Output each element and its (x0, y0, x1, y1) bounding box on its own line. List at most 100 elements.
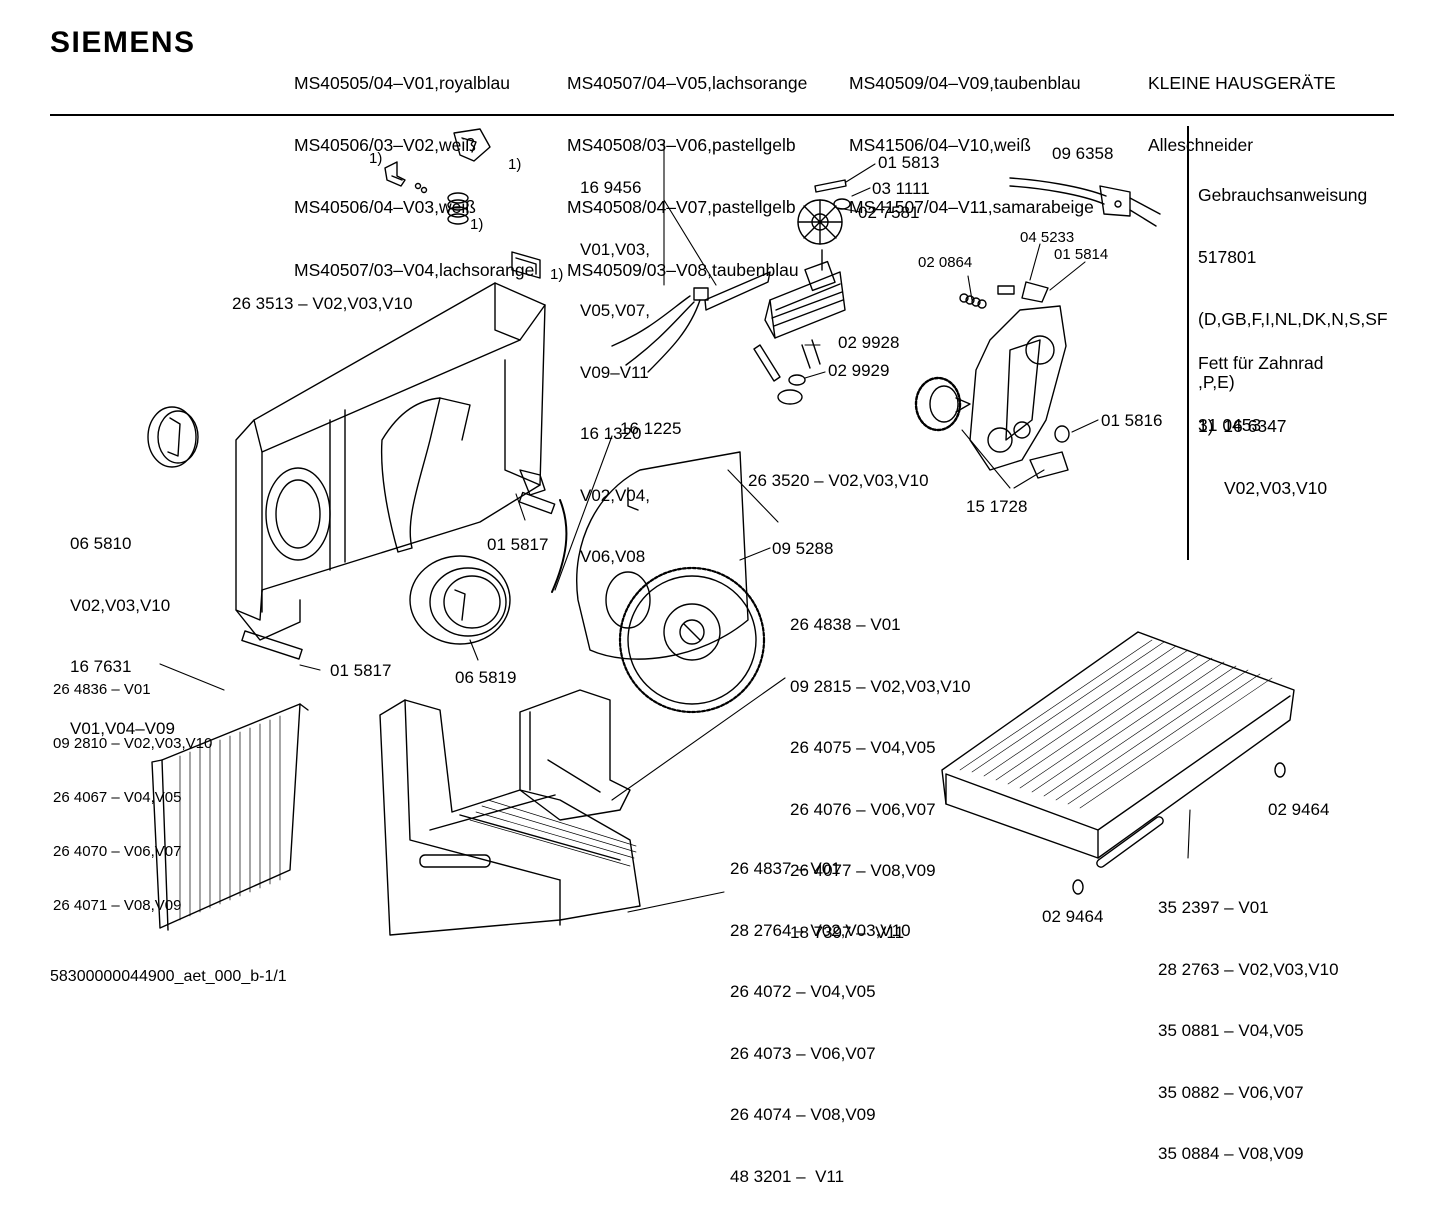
part-variants: V01,V04–V09 (70, 718, 175, 738)
pusher-part (519, 689, 631, 821)
part-variant-line: 26 4074 – V08,V09 (730, 1105, 876, 1124)
product-name: Alleschneider (1148, 134, 1254, 155)
part-variant-line: 35 0881 – V04,V05 (1158, 1021, 1304, 1040)
part-variant-line: 09 2810 – V02,V03,V10 (53, 735, 213, 752)
part-label: 02 9464 (1042, 907, 1104, 926)
part-label: 16 1225 (620, 419, 682, 438)
header-divider (50, 114, 1394, 116)
tray-part-group: 35 2397 – V01 28 2763 – V02,V03,V10 35 0… (1158, 857, 1339, 1206)
part-label: 06 5819 (455, 668, 517, 687)
grease-title: Fett für Zahnrad (1198, 352, 1324, 373)
switch-cap-part (453, 128, 491, 162)
model-entry: MS40508/03–V06,pastellgelb (567, 134, 796, 155)
model-entry: MS40509/03–V08,taubenblau (567, 259, 799, 280)
part-variant-line: 35 0882 – V06,V07 (1158, 1082, 1304, 1102)
model-entry: MS40507/04–V05,lachsorange (567, 72, 808, 93)
footnote-marker: 1) (470, 216, 484, 233)
part-label: 09 5288 (772, 539, 834, 558)
spring-part (447, 192, 469, 225)
housing-part (235, 282, 546, 641)
grease-info: Fett für Zahnrad 31 0453 (1198, 311, 1323, 477)
fan-part (797, 198, 851, 245)
part-label: 01 5813 (878, 153, 940, 172)
footnote-marker: 1) (508, 156, 522, 173)
power-cable-part (1009, 177, 1161, 227)
part-variants: V05,V07, (580, 301, 650, 320)
model-entry: MS40509/04–V09,taubenblau (849, 72, 1081, 93)
part-label: 09 6358 (1052, 144, 1114, 163)
manual-languages: (D,GB,F,I,NL,DK,N,S,SF (1198, 309, 1388, 330)
motor-part (753, 249, 846, 405)
model-entry: MS40505/04–V01,royalblau (294, 72, 510, 93)
part-variant-line: 48 3201 – V11 (730, 1166, 845, 1186)
footnote-variants: V02,V03,V10 (1224, 477, 1328, 498)
side-cover-part (151, 703, 309, 931)
blade-part-group: 26 4838 – V01 09 2815 – V02,V03,V10 26 4… (790, 574, 971, 984)
part-label: 26 3513 – V02,V03,V10 (232, 294, 413, 313)
part-variant-line: 26 4070 – V06,V07 (53, 843, 182, 860)
knob-part (147, 406, 199, 468)
part-variant-line: 26 4837 – V01 (730, 859, 841, 878)
shaft-pin-part (814, 179, 847, 193)
manual-info: Gebrauchsanweisung 517801 (D,GB,F,I,NL,D… (1198, 143, 1388, 434)
part-variants: V06,V08 (580, 547, 646, 566)
part-variants: V02,V04, (580, 485, 650, 505)
footnote-info: 1) 16 6347 V02,V03,V10 (1198, 374, 1327, 540)
brand-logo: SIEMENS (50, 26, 196, 59)
part-label: 01 5816 (1101, 411, 1163, 430)
model-entry: MS41507/04–V11,samarabeige (849, 197, 1094, 218)
tension-band-part (551, 499, 568, 593)
product-category: KLEINE HAUSGERÄTE Alleschneider (1148, 31, 1336, 197)
footnote-part: 1) 16 6347 (1198, 415, 1287, 436)
worm-gear-part (1029, 425, 1070, 479)
part-variant-line: 28 2763 – V02,V03,V10 (1158, 959, 1339, 979)
grease-number: 31 0453 (1198, 414, 1262, 435)
foot-pad-part (241, 630, 303, 660)
exploded-parts-diagram: SIEMENS MS40505/04–V01,royalblau MS40506… (50, 26, 1394, 1186)
leader-lines (159, 139, 1191, 913)
part-label: 01 5817 (330, 661, 392, 680)
model-entry: MS40507/03–V04,lachsorange (294, 259, 535, 280)
wiring-harness-part (611, 271, 771, 373)
document-id: 58300000044900_aet_000_b-1/1 (50, 968, 287, 985)
part-label: 01 5817 (487, 535, 549, 554)
model-list-col1: MS40505/04–V01,royalblau MS40506/03–V02,… (294, 31, 534, 322)
part-label: 15 1728 (966, 497, 1028, 516)
part-variant-line: 26 4067 – V04,V05 (53, 789, 182, 806)
gear-housing-part (969, 305, 1067, 471)
footnote-marker: 1) (550, 266, 564, 283)
part-label: 01 5814 (1054, 246, 1109, 263)
part-label: 02 9928 (838, 333, 900, 352)
model-list-col3: MS40509/04–V09,taubenblau MS41506/04–V10… (849, 31, 1094, 260)
part-number: 16 9456 (580, 178, 642, 197)
part-label: 02 7581 (858, 203, 920, 222)
manual-number: 517801 (1198, 246, 1257, 267)
switch-clip-part (384, 161, 428, 194)
part-variant-line: 28 2764 – V02,V03,V10 (730, 920, 911, 940)
drive-ring-part (409, 555, 511, 645)
sled-part-group: 26 4837 – V01 28 2764 – V02,V03,V10 26 4… (730, 818, 911, 1228)
footnote-marker: 1) (369, 150, 383, 167)
parts-drawing (147, 128, 1295, 936)
model-entry: MS40506/04–V03,weiß (294, 197, 476, 218)
part-variant-line: 26 4838 – V01 (790, 615, 901, 634)
part-number: 16 1320 (580, 424, 642, 443)
part-label: 02 0864 (918, 254, 973, 271)
part-label: 02 9929 (828, 361, 890, 380)
food-carriage-part (379, 699, 641, 936)
part-variant-line: 18 7397 – V11 (790, 922, 905, 942)
part-variant-line: 26 4836 – V01 (53, 681, 151, 698)
cable-part-group: 16 9456 V01,V03, V05,V07, V09–V11 16 132… (580, 137, 650, 609)
model-entry: MS40508/04–V07,pastellgelb (567, 197, 796, 218)
part-label: 26 3520 – V02,V03,V10 (748, 471, 929, 490)
part-variant-line: 26 4073 – V06,V07 (730, 1043, 876, 1063)
part-variant-line: 35 2397 – V01 (1158, 898, 1269, 917)
cover-part-group: 26 4836 – V01 09 2810 – V02,V03,V10 26 4… (53, 645, 212, 951)
part-label: 04 5233 (1020, 229, 1075, 246)
rubber-foot-part (1072, 762, 1286, 895)
gear-wheel-part (914, 376, 971, 432)
part-label: 02 9464 (1268, 800, 1330, 819)
part-variants: V09–V11 (580, 362, 649, 382)
part-variant-line: 09 2815 – V02,V03,V10 (790, 676, 971, 696)
side-panel-divider (1187, 126, 1189, 560)
